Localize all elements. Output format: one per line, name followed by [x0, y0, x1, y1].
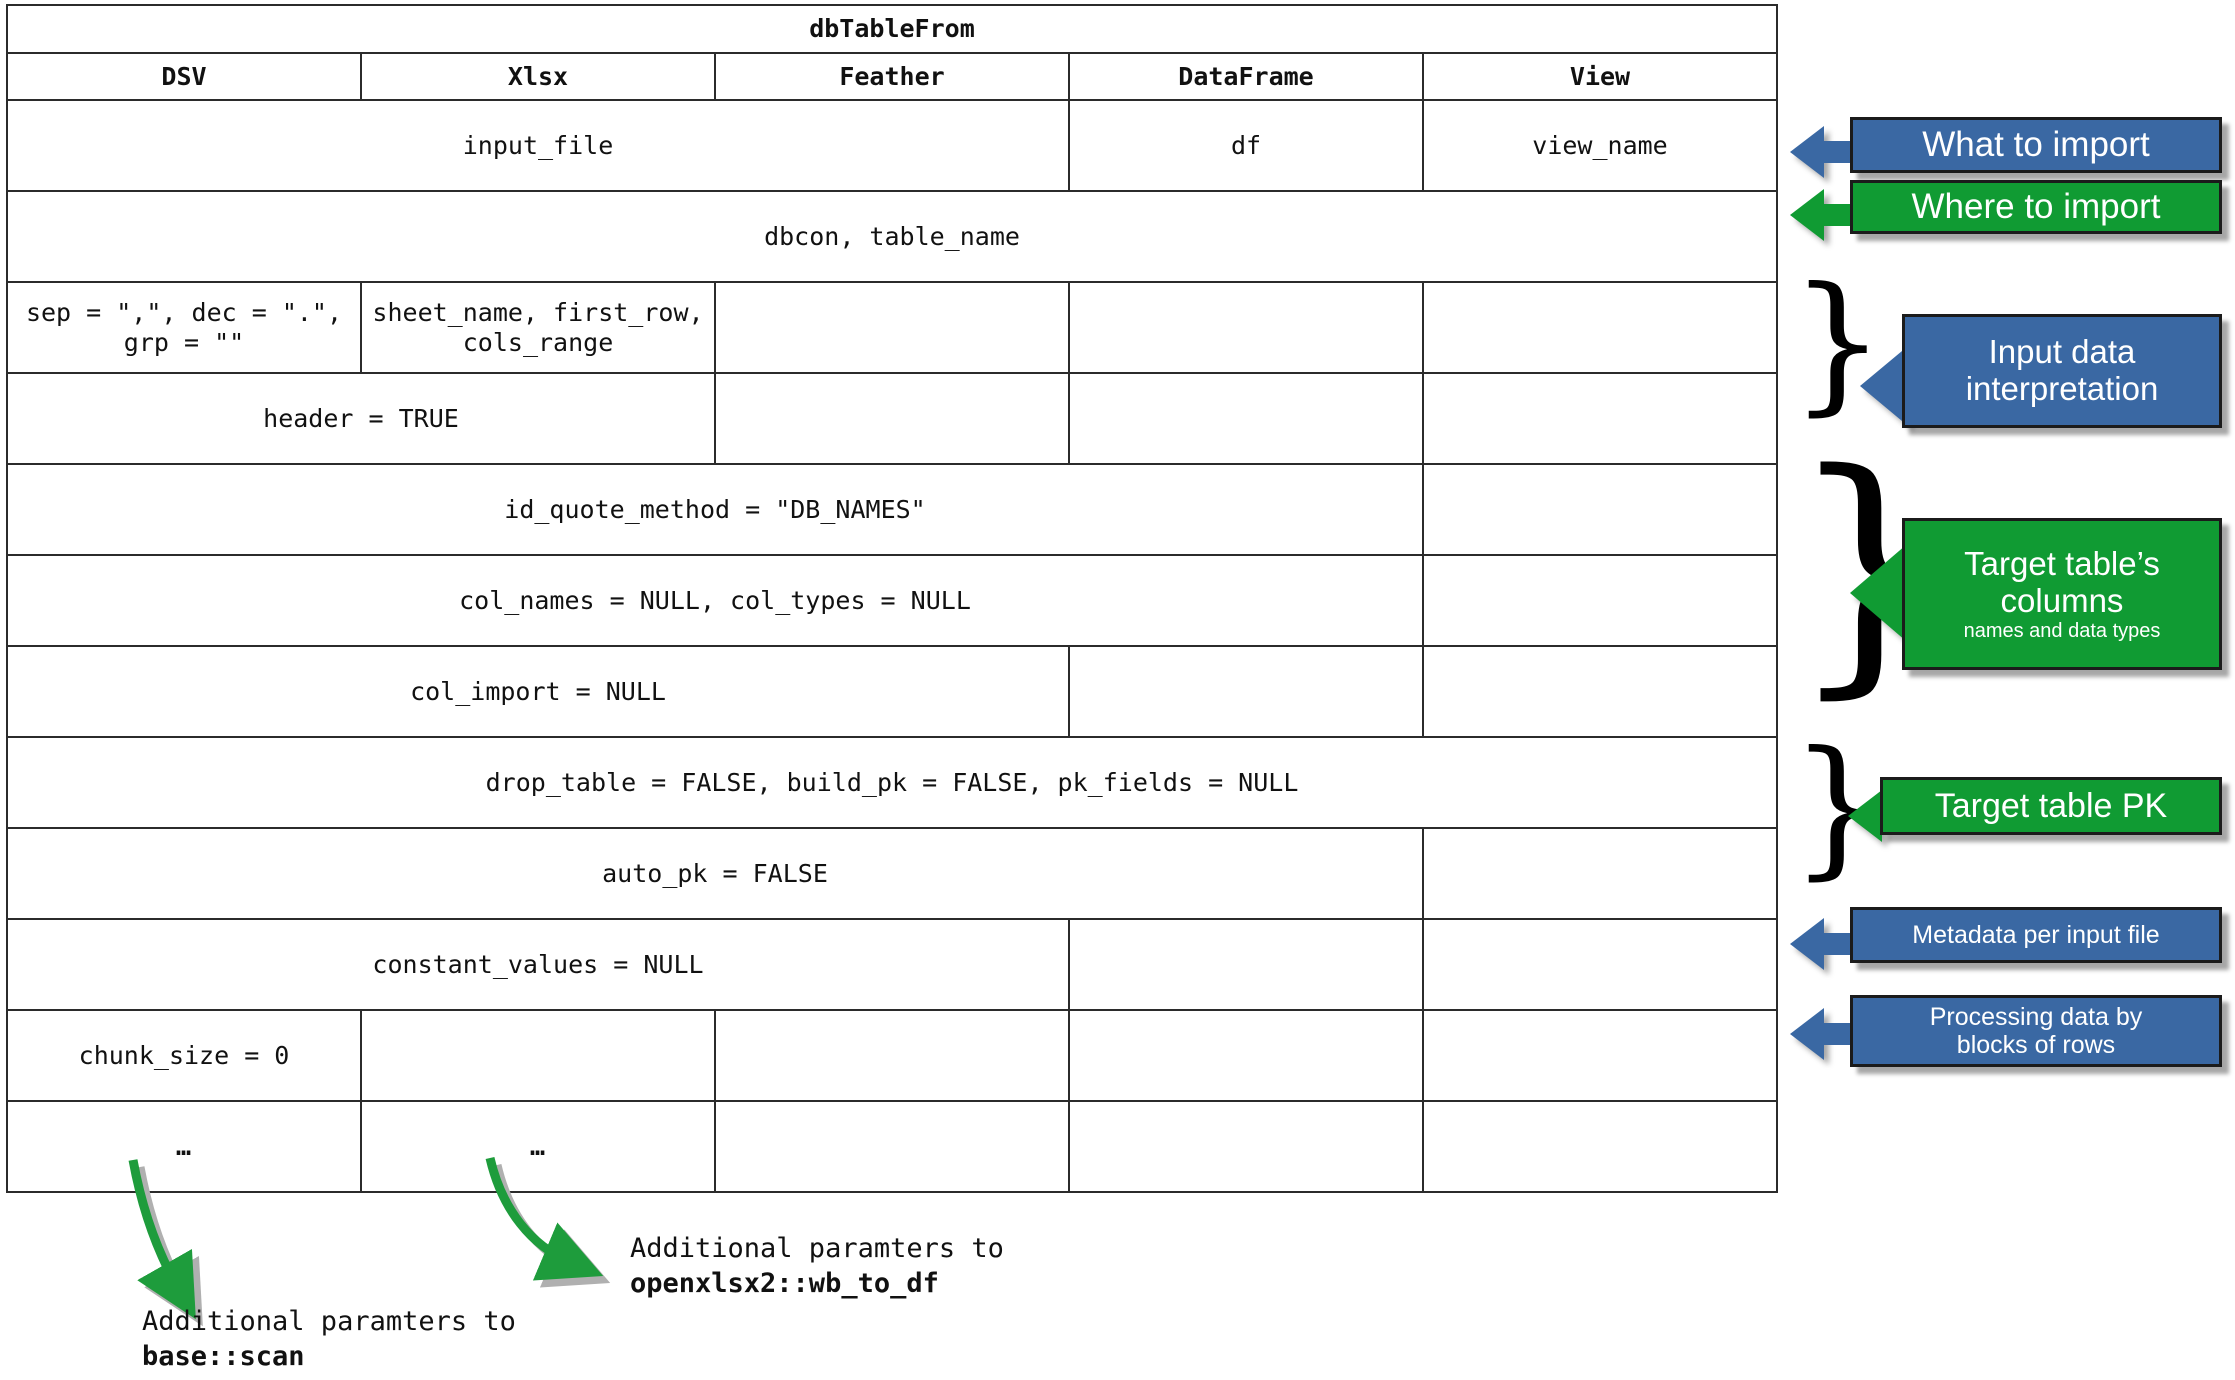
callout-label: Processing data by blocks of rows — [1929, 1003, 2143, 1059]
cell-disabled — [1422, 1100, 1778, 1193]
note-wb-to-df: Additional paramters to openxlsx2::wb_to… — [630, 1232, 1004, 1301]
callout-label: Where to import — [1911, 187, 2161, 227]
arrow-target-table-columns — [1850, 545, 1906, 641]
arrow-input-data-interpretation — [1860, 346, 1908, 426]
table-title: dbTableFrom — [6, 4, 1778, 54]
cell-disabled — [1422, 918, 1778, 1011]
callout-label: Target table’s columns — [1964, 544, 2160, 619]
curved-arrow-to-base-scan — [128, 1159, 203, 1327]
cell-disabled — [1068, 1009, 1424, 1102]
cell-disabled — [1422, 827, 1778, 920]
cell-what-to-import-0: input_file — [6, 99, 1070, 192]
curved-arrow-to-wb-to-df — [485, 1156, 611, 1288]
column-header-view: View — [1422, 52, 1778, 101]
table-row-ellipsis: …… — [6, 1100, 1778, 1193]
cell-id-quote-method-0: id_quote_method = "DB_NAMES" — [6, 463, 1424, 556]
cell-disabled — [1068, 1100, 1424, 1193]
column-header-dataframe: DataFrame — [1068, 52, 1424, 101]
cell-disabled — [1068, 281, 1424, 374]
callout-where-to-import[interactable]: Where to import — [1850, 180, 2222, 234]
callout-target-table-pk[interactable]: Target table PK — [1880, 777, 2222, 835]
table-title-row: dbTableFrom — [6, 4, 1778, 54]
note-base-scan: Additional paramters to base::scan — [142, 1305, 516, 1374]
cell-disabled — [714, 1009, 1070, 1102]
arrow-metadata-per-input-file — [1790, 918, 1824, 970]
cell-disabled — [1068, 372, 1424, 465]
cell-ellipsis-0: … — [6, 1100, 362, 1193]
cell-where-to-import-0: dbcon, table_name — [6, 190, 1778, 283]
table-row-chunk-size: chunk_size = 0 — [6, 1009, 1778, 1102]
table-row-auto-pk: auto_pk = FALSE — [6, 827, 1778, 920]
table-row-header: header = TRUE — [6, 372, 1778, 465]
callout-sublabel: names and data types — [1963, 619, 2161, 642]
callout-processing-by-blocks[interactable]: Processing data by blocks of rows — [1850, 995, 2222, 1067]
cell-disabled — [1422, 554, 1778, 647]
table-row-col-names-types: col_names = NULL, col_types = NULL — [6, 554, 1778, 647]
callout-target-table-columns[interactable]: Target table’s columns names and data ty… — [1902, 518, 2222, 670]
callout-what-to-import[interactable]: What to import — [1850, 117, 2222, 173]
cell-disabled — [1422, 1009, 1778, 1102]
cell-dsv-xlsx-specific-1: sheet_name, first_row, cols_range — [360, 281, 716, 374]
cell-disabled — [714, 281, 1070, 374]
cell-col-import-0: col_import = NULL — [6, 645, 1070, 738]
cell-disabled — [1422, 281, 1778, 374]
arrow-processing-by-blocks — [1790, 1008, 1824, 1060]
cell-what-to-import-1: df — [1068, 99, 1424, 192]
callout-metadata-per-input-file[interactable]: Metadata per input file — [1850, 907, 2222, 963]
note-line1: Additional paramters to — [630, 1233, 1004, 1264]
cell-disabled — [1422, 645, 1778, 738]
cell-auto-pk-0: auto_pk = FALSE — [6, 827, 1424, 920]
cell-disabled — [1068, 918, 1424, 1011]
column-header-xlsx: Xlsx — [360, 52, 716, 101]
table-row-col-import: col_import = NULL — [6, 645, 1778, 738]
cell-disabled — [360, 1009, 716, 1102]
note-line1: Additional paramters to — [142, 1306, 516, 1337]
cell-dsv-xlsx-specific-0: sep = ",", dec = ".", grp = "" — [6, 281, 362, 374]
cell-disabled — [1068, 645, 1424, 738]
callout-label: Input data interpretation — [1965, 333, 2159, 407]
arrow-target-table-pk — [1848, 790, 1882, 842]
arrow-where-to-import — [1790, 189, 1824, 241]
callout-label: What to import — [1922, 125, 2150, 165]
arrow-what-to-import — [1790, 126, 1824, 178]
note-line2: openxlsx2::wb_to_df — [630, 1267, 939, 1299]
callout-label: Metadata per input file — [1912, 921, 2160, 949]
table-row-drop-table-build-pk: drop_table = FALSE, build_pk = FALSE, pk… — [6, 736, 1778, 829]
table-row-id-quote-method: id_quote_method = "DB_NAMES" — [6, 463, 1778, 556]
callout-label: Target table PK — [1934, 786, 2168, 825]
cell-chunk-size-0: chunk_size = 0 — [6, 1009, 362, 1102]
cell-ellipsis-1: … — [360, 1100, 716, 1193]
table-row-dsv-xlsx-specific: sep = ",", dec = ".", grp = ""sheet_name… — [6, 281, 1778, 374]
column-header-feather: Feather — [714, 52, 1070, 101]
column-header-dsv: DSV — [6, 52, 362, 101]
note-line2: base::scan — [142, 1340, 305, 1372]
cell-header-0: header = TRUE — [6, 372, 716, 465]
cell-disabled — [1422, 372, 1778, 465]
table-row-where-to-import: dbcon, table_name — [6, 190, 1778, 283]
cell-disabled — [1422, 463, 1778, 556]
table-row-constant-values: constant_values = NULL — [6, 918, 1778, 1011]
callout-input-data-interpretation[interactable]: Input data interpretation — [1902, 314, 2222, 428]
cell-disabled — [714, 1100, 1070, 1193]
cell-what-to-import-2: view_name — [1422, 99, 1778, 192]
cell-drop-table-build-pk-0: drop_table = FALSE, build_pk = FALSE, pk… — [6, 736, 1778, 829]
cell-constant-values-0: constant_values = NULL — [6, 918, 1070, 1011]
cell-disabled — [714, 372, 1070, 465]
cell-col-names-types-0: col_names = NULL, col_types = NULL — [6, 554, 1424, 647]
